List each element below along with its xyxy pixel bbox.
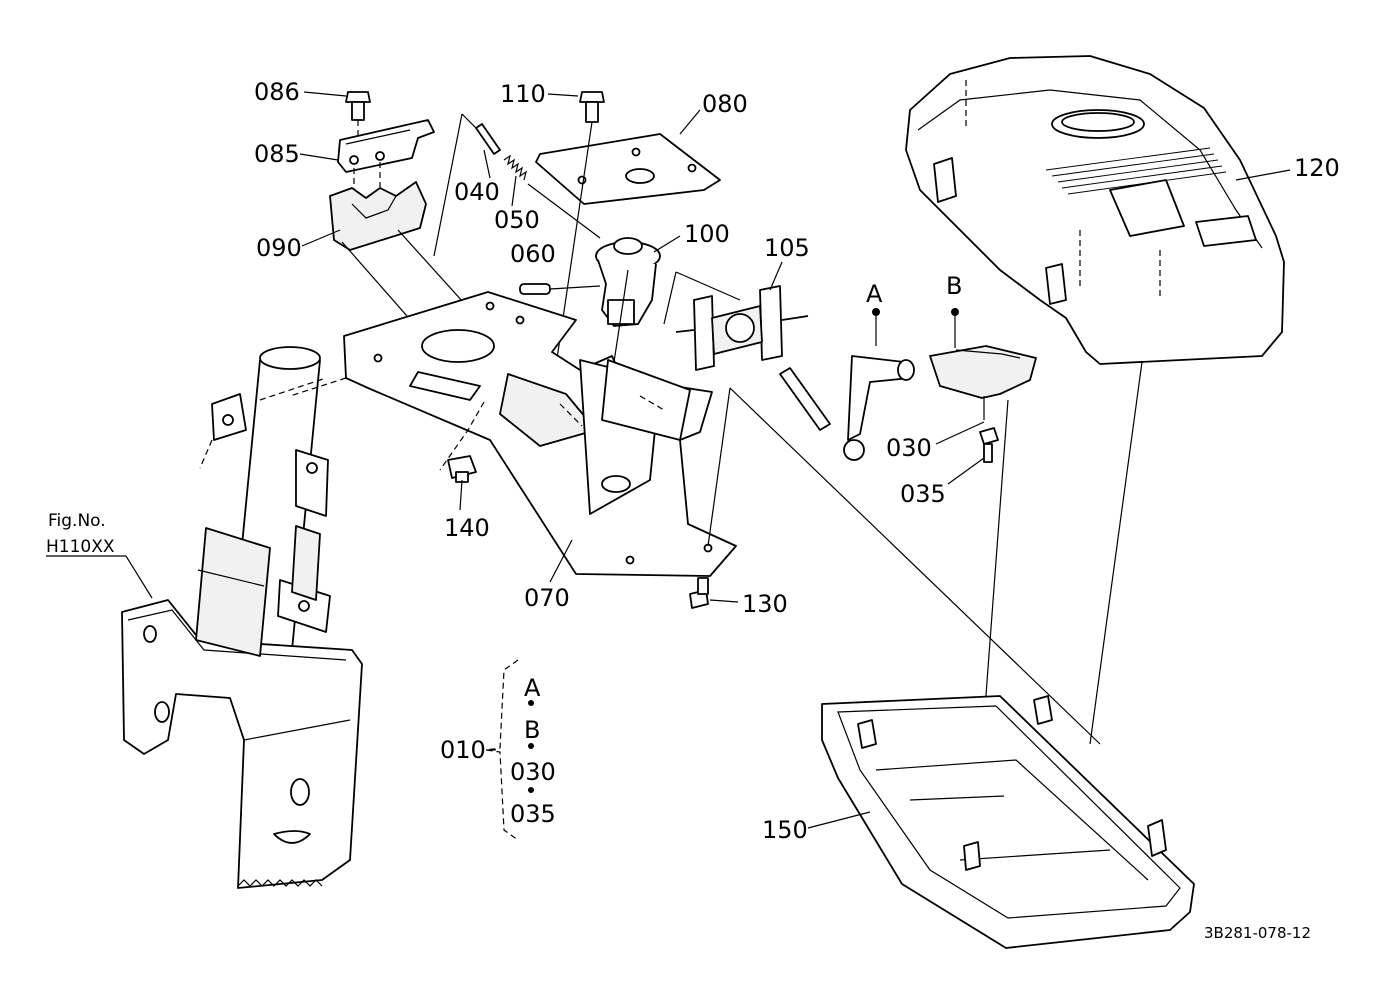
fig-ref-line2: H110XX [46,537,115,557]
kit-item-B: B [524,716,540,744]
label-085: 085 [254,140,300,168]
leader-lines [46,91,1291,829]
label-035: 035 [900,480,946,508]
label-B: B [946,272,962,300]
label-070: 070 [524,584,570,612]
label-050: 050 [494,206,540,234]
label-080: 080 [702,90,748,118]
clip-assembly-drawing [329,91,641,521]
label-030: 030 [886,434,932,462]
upper-cover-drawing [905,55,1285,857]
label-150: 150 [762,816,808,844]
drawing-code: 3B281-078-12 [1204,924,1311,942]
label-100: 100 [684,220,730,248]
lower-cover-drawing [821,695,1195,949]
label-130: 130 [742,590,788,618]
label-090: 090 [256,234,302,262]
kit-item-035: 035 [510,800,556,828]
label-060: 060 [510,240,556,268]
label-A: A [866,280,883,308]
label-105: 105 [764,234,810,262]
label-086: 086 [254,78,300,106]
pins-drawing [461,113,601,295]
kit-item-A: A [524,674,541,702]
label-120: 120 [1294,154,1340,182]
label-140: 140 [444,514,490,542]
kit-item-030: 030 [510,758,556,786]
label-040: 040 [454,178,500,206]
switch-105-drawing [663,271,809,371]
lever-knob-drawing [779,308,1037,463]
kit-label: 010 [440,736,486,764]
fig-ref-line1: Fig.No. [48,511,106,531]
label-110: 110 [500,80,546,108]
kit-bracket [485,659,534,841]
lever-plate-drawing [289,291,1101,745]
cover-plate-drawing [535,91,721,407]
steering-column-drawing [121,346,363,889]
bolts-drawing [447,455,709,609]
